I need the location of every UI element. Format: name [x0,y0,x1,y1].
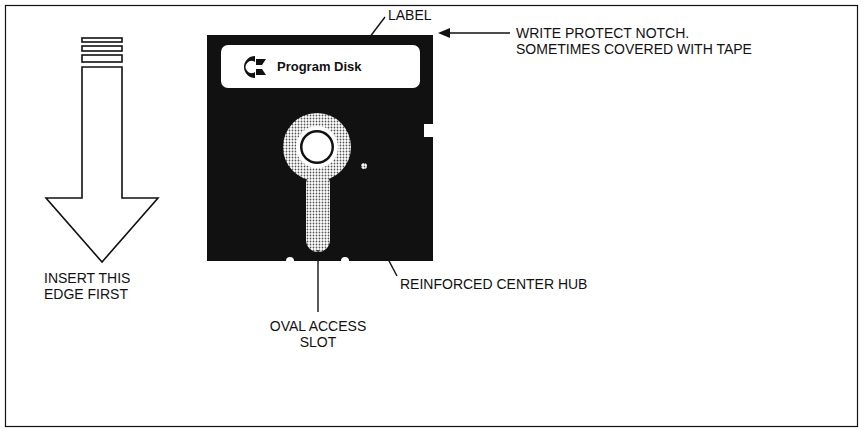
floppy-disk [207,35,434,265]
arrowhead [438,28,450,38]
label-text: Program Disk [277,59,362,74]
disk-label: Program Disk [221,45,420,88]
write-protect-notch [424,124,434,137]
callout-label: WRITE PROTECT NOTCH. SOMETIMES COVERED W… [516,25,766,57]
callout-label: OVAL ACCESS SLOT [258,318,378,350]
commodore-logo [231,52,271,82]
callout-label: INSERT THIS EDGE FIRST [44,270,154,302]
center-hub [283,113,351,181]
callout-label: LABEL [388,7,468,23]
insert-arrow [46,38,158,262]
access-slot [306,172,330,252]
frame [6,6,858,427]
callout-label: REINFORCED CENTER HUB [400,276,660,292]
